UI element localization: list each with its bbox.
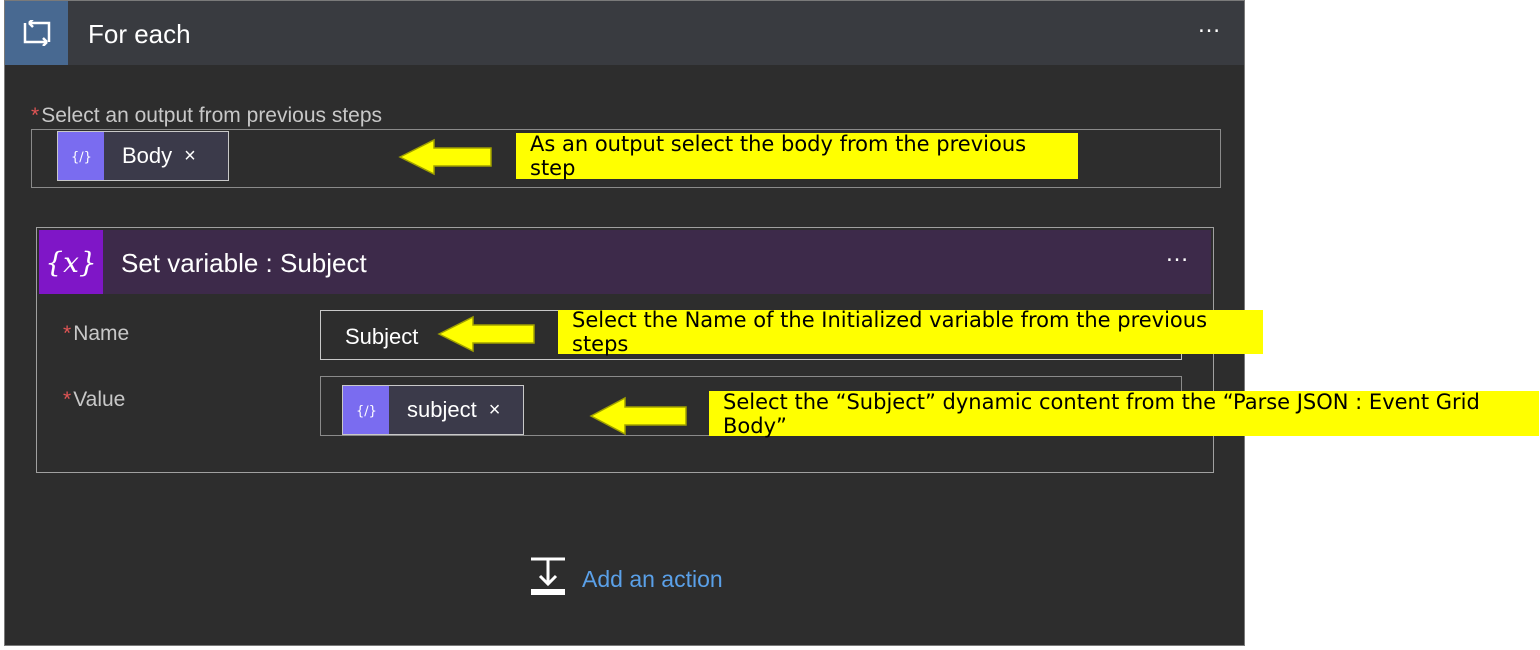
- for-each-header[interactable]: For each …: [5, 1, 1244, 65]
- set-variable-header[interactable]: {x} Set variable : Subject …: [39, 230, 1211, 294]
- svg-text:{∕}: {∕}: [356, 404, 376, 418]
- arrow-left-icon: [398, 138, 492, 176]
- add-action-button[interactable]: Add an action: [528, 556, 723, 603]
- token-label: subject: [407, 397, 477, 422]
- svg-text:{∕}: {∕}: [71, 150, 91, 164]
- output-label-text: Select an output from previous steps: [41, 104, 383, 127]
- arrow-left-icon: [437, 315, 535, 353]
- add-action-icon: [528, 556, 568, 603]
- output-field-label: *Select an output from previous steps: [31, 104, 382, 128]
- set-variable-title: Set variable : Subject: [121, 248, 367, 278]
- expression-icon: {∕}: [343, 386, 389, 434]
- callout-name: Select the Name of the Initialized varia…: [558, 308, 1263, 356]
- close-icon[interactable]: ×: [488, 398, 501, 421]
- required-marker: *: [63, 388, 72, 411]
- arrow-left-icon: [589, 396, 687, 436]
- callout-output: As an output select the body from the pr…: [516, 132, 1078, 180]
- add-action-label: Add an action: [582, 566, 723, 592]
- required-marker: *: [63, 322, 72, 345]
- variable-icon: {x}: [39, 230, 103, 294]
- callout-value: Select the “Subject” dynamic content fro…: [709, 390, 1539, 438]
- subject-token[interactable]: {∕} subject ×: [342, 385, 524, 435]
- value-field-label: *Value: [63, 388, 125, 412]
- required-marker: *: [31, 104, 40, 127]
- name-field-label: *Name: [63, 322, 129, 346]
- for-each-title: For each: [88, 19, 191, 49]
- body-token[interactable]: {∕} Body ×: [57, 131, 229, 181]
- loop-icon: [5, 1, 68, 65]
- close-icon[interactable]: ×: [184, 144, 196, 167]
- token-label: Body: [122, 143, 173, 168]
- name-input-value: Subject: [345, 324, 419, 349]
- expression-icon: {∕}: [58, 132, 104, 180]
- more-options-icon[interactable]: …: [1197, 11, 1222, 38]
- name-label-text: Name: [73, 322, 130, 345]
- more-options-icon[interactable]: …: [1165, 240, 1190, 267]
- value-label-text: Value: [73, 388, 126, 411]
